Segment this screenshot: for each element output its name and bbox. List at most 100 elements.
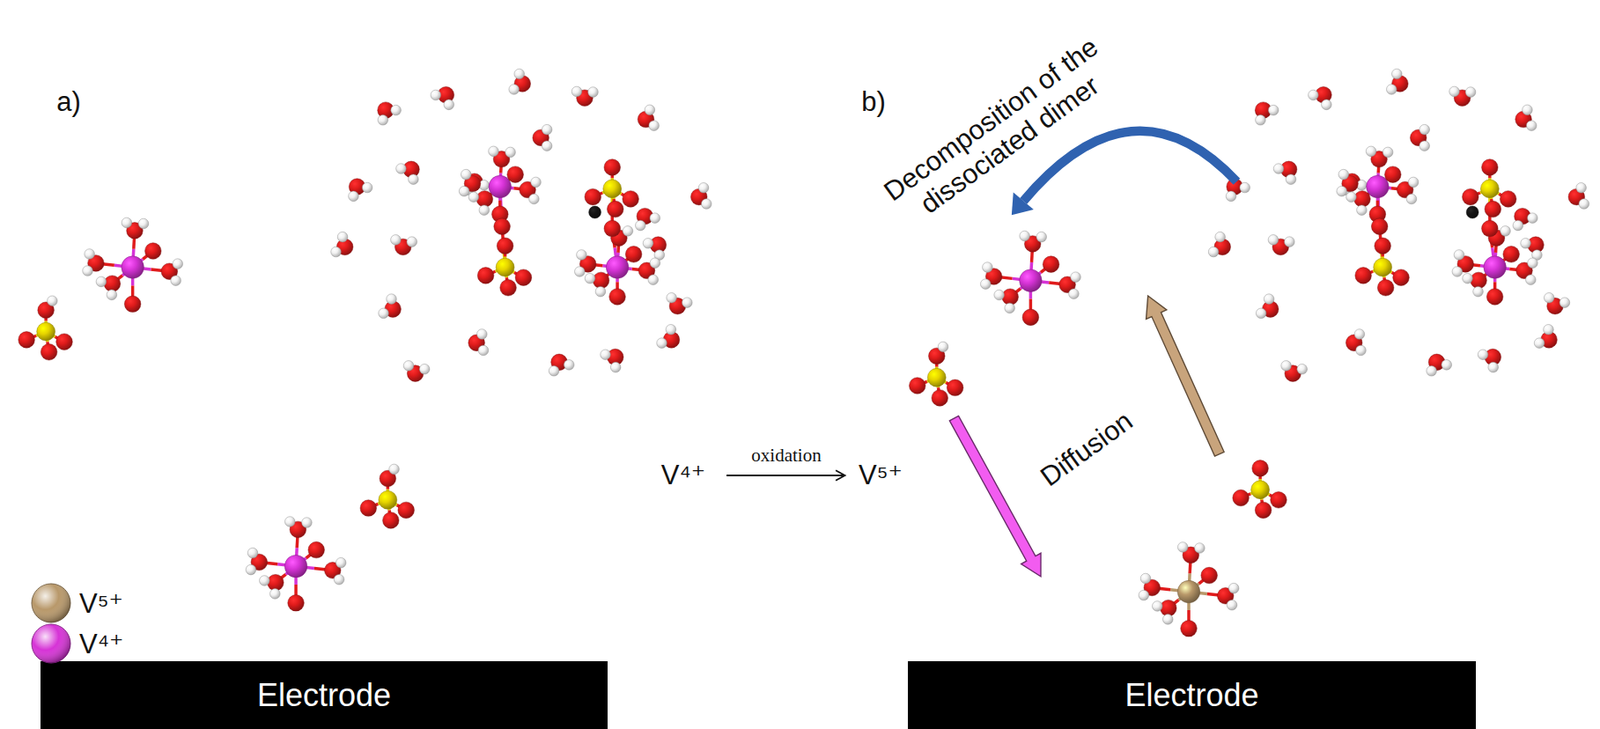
hydrogen-atom [1263,294,1275,305]
hydrogen-atom [172,258,184,270]
reaction-arrowhead [835,470,845,481]
swatch-sphere [31,583,71,623]
oxygen-atom [604,220,621,237]
panel-label: a) [56,86,82,118]
oxygen-atom [584,188,602,206]
oxygen-atom [1354,191,1372,208]
hydrogen-atom [529,193,540,205]
oxygen-atom [1254,501,1272,519]
oxygen-atom [1499,191,1517,208]
hydrogen-atom [666,292,678,303]
oxygen-atom [40,344,58,362]
hydrogen-atom [121,217,133,229]
hydrogen-atom [1297,363,1308,375]
hydrogen-atom [1070,272,1082,283]
oxygen-atom [515,269,532,287]
process-label: Decomposition of the dissociated dimer [849,10,1151,253]
hydrogen-atom [1268,104,1279,116]
hydrogen-atom [980,279,991,290]
oxygen-atom [1252,460,1269,478]
sulfur-atom [36,322,56,341]
hydrogen-atom [460,169,472,180]
hydrogen-atom [649,258,661,269]
oxygen-atom [398,501,415,519]
sulfur-atom [378,490,398,509]
legend-entry: V⁴⁺ [29,622,124,665]
hydrogen-atom [1526,120,1537,132]
oxygen-atom [1377,280,1394,297]
hydrogen-atom [541,140,553,152]
hydrogen-atom [682,297,694,309]
hydrogen-atom [1527,258,1539,269]
hydrogen-atom [1406,193,1417,205]
oxygen-atom [1482,159,1499,177]
hydrogen-atom [1255,308,1267,319]
hydrogen-atom [505,147,517,158]
hydrogen-atom [333,574,345,585]
oxygen-atom [287,595,305,612]
oxygen-atom [500,280,517,297]
hydrogen-atom [1386,84,1397,96]
swatch-shading [31,624,71,664]
diffusion-arrow [949,415,1041,576]
hydrogen-atom [478,345,489,356]
hydrogen-atom [47,295,59,307]
vanadium-iv-atom [605,256,628,279]
oxygen-atom [267,574,285,591]
hydrogen-atom [1308,89,1320,101]
hydrogen-atom [665,324,677,336]
hydrogen-atom [994,289,1005,301]
hydrogen-atom [170,275,182,287]
swatch-shading [31,583,71,623]
hydrogen-atom [406,236,418,248]
hydrogen-atom [698,183,709,194]
hydrogen-atom [1453,250,1465,261]
vanadium-iv-atom [488,175,511,198]
hydrogen-atom [584,272,596,284]
oxygen-atom [1002,288,1019,306]
hydrogen-atom [408,174,420,185]
hydrogen-atom [348,191,360,202]
hydrogen-atom [259,575,271,587]
hydrogen-atom [588,87,599,98]
hydrogen-atom [302,517,313,529]
arrow-layer [726,131,1237,577]
hydrogen-atom [479,205,490,216]
hydrogen-atom [84,249,96,260]
oxygen-atom [1384,166,1401,184]
oxygen-atom [383,512,400,530]
hydrogen-atom [1419,140,1431,152]
hydrogen-atom [1522,104,1534,116]
hydrogen-atom [269,589,281,600]
hydrogen-atom [1281,361,1292,372]
hydrogen-atom [1004,302,1016,314]
hydrogen-atom [331,246,342,258]
hydrogen-atom [1356,345,1367,356]
hydrogen-atom [548,366,560,377]
diffusion-arrow [1146,295,1224,457]
oxygen-atom [1042,256,1060,273]
oxygen-atom [507,166,524,184]
oxygen-atom [308,541,325,559]
electrode-label: Electrode [1124,677,1259,715]
hydrogen-atom [1177,542,1188,553]
legend-text: V⁴⁺ [79,627,124,661]
hydrogen-atom [95,276,107,288]
hydrogen-atom [361,182,373,193]
hydrogen-atom [1449,86,1460,97]
hydrogen-atom [1273,163,1284,175]
hydrogen-atom [600,349,612,361]
hydrogen-atom [1228,582,1239,594]
hydrogen-atom [247,547,259,559]
hydrogen-atom [377,114,389,126]
hydrogen-atom [1321,99,1333,111]
hydrogen-atom [1225,191,1237,202]
oxygen-atom [931,390,949,407]
oxygen-atom [124,295,141,313]
oxygen-atom [1470,272,1488,289]
vanadium-iv-atom [1019,269,1042,292]
hydrogen-atom [1069,288,1080,300]
black-atom [589,206,602,219]
oxygen-atom [625,246,642,264]
